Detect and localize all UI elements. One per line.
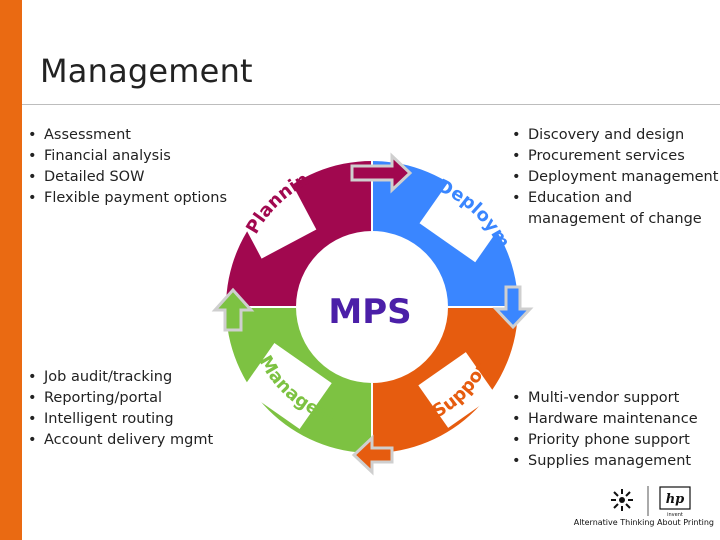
svg-text:invent: invent	[667, 512, 683, 518]
list-item: Supplies management	[510, 451, 698, 472]
center-label: MPS	[328, 292, 412, 332]
list-item: Reporting/portal	[26, 388, 213, 409]
title-divider	[22, 104, 720, 105]
list-item: Discovery and design	[510, 125, 720, 146]
svg-text:hp: hp	[666, 492, 685, 507]
management-bullet-list: Job audit/tracking Reporting/portal Inte…	[26, 367, 213, 451]
hp-logo-icon: hp invent	[659, 486, 691, 518]
sunburst-icon	[611, 489, 633, 511]
list-item: Multi-vendor support	[510, 388, 698, 409]
footer-logo: hp invent	[611, 486, 691, 518]
list-item: Financial analysis	[26, 146, 227, 167]
list-item: Account delivery mgmt	[26, 430, 213, 451]
arrow-down-icon	[492, 285, 534, 330]
list-item: Intelligent routing	[26, 409, 213, 430]
arrow-right-icon	[350, 152, 413, 194]
list-item: Education and management of change	[510, 188, 720, 230]
arrow-left-icon	[351, 434, 394, 476]
planning-bullet-list: Assessment Financial analysis Detailed S…	[26, 125, 227, 209]
support-bullet-list: Multi-vendor support Hardware maintenanc…	[510, 388, 698, 472]
accent-bar	[0, 0, 22, 540]
footer-tagline: Alternative Thinking About Printing	[573, 518, 714, 527]
deployment-label-backing	[419, 175, 509, 263]
planning-label-backing	[233, 176, 317, 259]
support-label-backing	[418, 352, 496, 428]
list-item: Flexible payment options	[26, 188, 227, 209]
list-item: Priority phone support	[510, 430, 698, 451]
list-item: Job audit/tracking	[26, 367, 213, 388]
management-label-backing	[242, 342, 332, 430]
list-item: Procurement services	[510, 146, 720, 167]
list-item: Deployment management	[510, 167, 720, 188]
list-item: Hardware maintenance	[510, 409, 698, 430]
list-item: Assessment	[26, 125, 227, 146]
deployment-bullet-list: Discovery and design Procurement service…	[510, 125, 720, 230]
list-item: Detailed SOW	[26, 167, 227, 188]
arrow-up-icon	[211, 287, 255, 332]
page-title: Management	[40, 52, 253, 90]
